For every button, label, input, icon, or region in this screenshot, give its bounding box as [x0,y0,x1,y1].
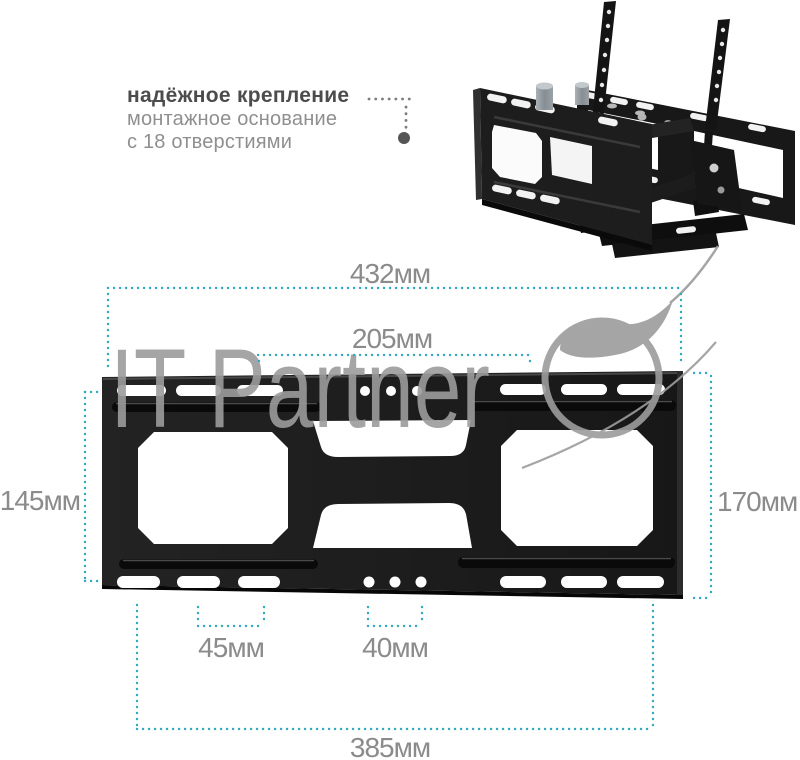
leader-dots [367,97,413,144]
dim-right-height: 170мм [692,371,798,600]
large-cutouts [138,430,653,546]
mounting-slots-top [117,384,665,396]
callout: надёжное крепление монтажное основание с… [127,84,397,154]
bracket-diagram [102,371,683,599]
dim-label-170: 170мм [717,486,797,517]
callout-title: надёжное крепление [127,84,350,107]
product-photo [473,1,795,258]
photo-wall-plate [473,82,652,251]
dim-label-40: 40мм [362,632,428,663]
dim-label-45: 45мм [198,632,264,663]
rails [112,400,676,569]
dim-bottom-width: 385мм [135,603,655,760]
watermark-swoosh-logo [521,245,720,470]
dim-label-205: 205мм [352,323,432,354]
dim-hole-spacing: 40мм [362,605,429,663]
callout-line-2: монтажное основание [127,108,338,130]
center-holes-top [360,386,422,396]
dim-label-145: 145мм [0,485,80,516]
watermark-text: IT Partner [110,326,490,451]
dim-label-385: 385мм [350,732,430,760]
dim-top-width: 432мм [106,258,683,370]
watermark: IT Partner [110,245,720,470]
dim-upper-inner-width: 205мм [256,323,533,365]
callout-line-3: с 18 отверстиями [127,131,293,153]
dim-label-432: 432мм [350,258,430,289]
leader-endpoint-dot [398,132,410,144]
mounting-slots-bottom [117,576,664,588]
dim-slot-spacing: 45мм [196,605,266,663]
center-holes-bottom [363,576,427,588]
center-cutouts [313,420,472,548]
dim-left-height: 145мм [0,390,103,583]
